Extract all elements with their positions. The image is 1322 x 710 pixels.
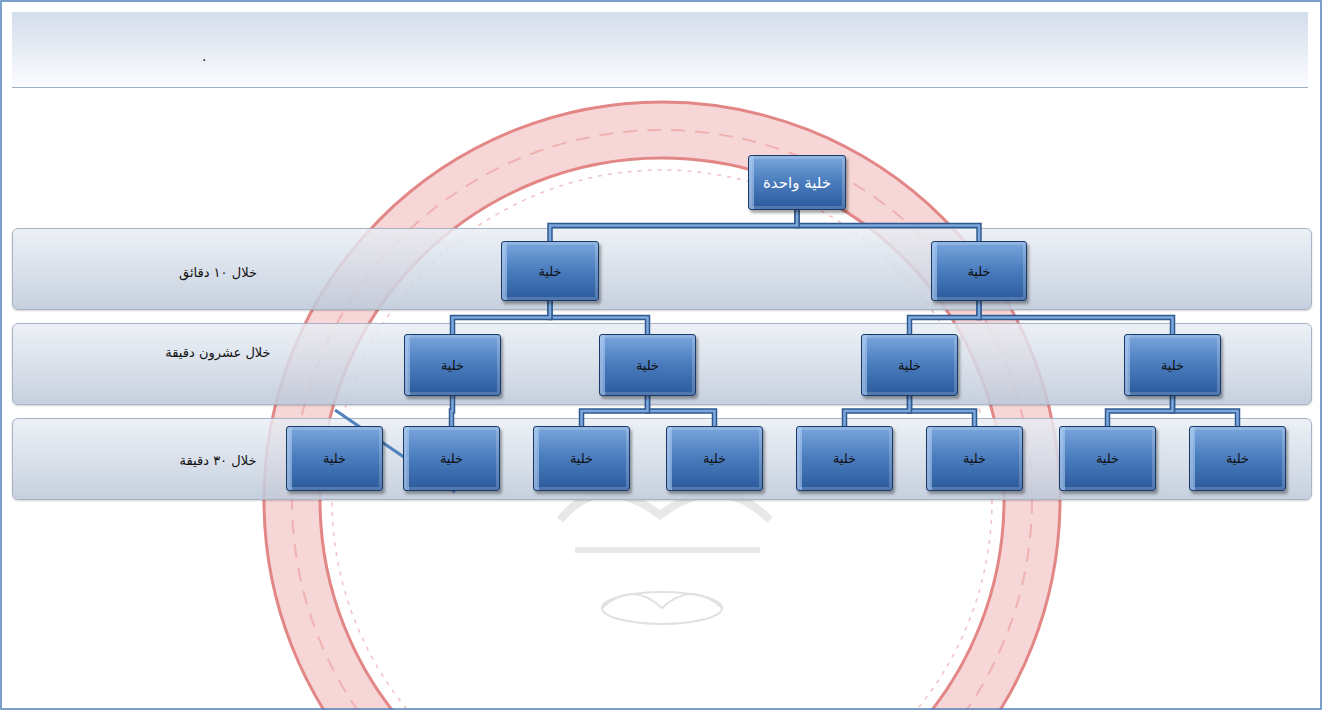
connector-core (550, 301, 648, 334)
cell-label: خلية (636, 358, 659, 373)
connector-outline (910, 301, 980, 334)
connector-core (550, 210, 797, 241)
cell-box: خلية (796, 426, 893, 491)
connector-core (452, 396, 453, 426)
cell-box: خلية (403, 426, 500, 491)
header-bar: . (12, 12, 1308, 88)
cell-label: خلية (1226, 451, 1249, 466)
connector-outline (1173, 396, 1238, 426)
connector-core (648, 396, 715, 426)
tree-connector (550, 210, 797, 241)
connector-core (910, 396, 975, 426)
cell-label: خلية (323, 451, 346, 466)
tree-connector (797, 210, 979, 241)
band-label-holder: خلال عشرون دقيقة (113, 342, 323, 361)
watermark-calligraphy-base (575, 547, 760, 553)
connector-group (452, 210, 1238, 426)
cell-box: خلية (533, 426, 630, 491)
cell-box: خلية (666, 426, 763, 491)
connector-core (1108, 396, 1173, 426)
cell-box: خلية (501, 241, 599, 301)
time-band: خلال ٣٠ دقيقة خلية خلية خلية خلية خلية خلية خلي… (12, 418, 1312, 500)
lotus-ornament (602, 592, 722, 624)
tree-connector (648, 396, 715, 426)
connector-core (1173, 396, 1238, 426)
header-text: . (202, 48, 206, 64)
connector-outline (550, 301, 648, 334)
connector-outline (979, 301, 1173, 334)
tree-connector (453, 301, 551, 334)
cell-box: خلية (926, 426, 1023, 491)
time-band: خلال ١٠ دقائق خلية خلية (12, 228, 1312, 310)
tree-connector (845, 396, 910, 426)
cell-label: خلية (538, 264, 561, 279)
cell-box: خلية (861, 334, 958, 396)
cell-label: خلية (833, 451, 856, 466)
cell-box: خلية (404, 334, 501, 396)
time-label: خلال عشرون دقيقة (165, 345, 270, 360)
connector-core (979, 301, 1173, 334)
tree-connector (979, 301, 1173, 334)
cell-label: خلية (967, 264, 990, 279)
watermark-ornament (560, 494, 770, 624)
connector-core (910, 301, 980, 334)
tree-connector (1173, 396, 1238, 426)
cell-box: خلية (1189, 426, 1286, 491)
cell-box: خلية (286, 426, 383, 491)
cell-label: خلية واحدة (763, 174, 831, 192)
cell-label: خلية (898, 358, 921, 373)
connector-outline (797, 210, 979, 241)
lotus-petals (602, 594, 722, 608)
connector-outline (452, 396, 453, 426)
connector-core (797, 210, 979, 241)
time-band: خلال عشرون دقيقة خلية خلية خلية خلية (12, 323, 1312, 405)
tree-connector (910, 301, 980, 334)
connector-outline (845, 396, 910, 426)
time-label: خلال ١٠ دقائق (179, 265, 257, 280)
cell-label: خلية (440, 451, 463, 466)
connector-outline (910, 396, 975, 426)
cell-box: خلية (1059, 426, 1156, 491)
cell-label: خلية (703, 451, 726, 466)
stray-line (335, 410, 455, 492)
watermark-ring (264, 102, 1060, 710)
cell-label: خلية (963, 451, 986, 466)
cell-box: خلية (1124, 334, 1221, 396)
cell-box: خلية (599, 334, 696, 396)
tree-connector (910, 396, 975, 426)
connector-core (582, 396, 648, 426)
cell-box: خلية واحدة (748, 155, 846, 210)
connector-outline (1108, 396, 1173, 426)
connector-core (845, 396, 910, 426)
connector-outline (453, 301, 551, 334)
time-label: خلال ٣٠ دقيقة (180, 453, 257, 468)
band-label-holder: خلال ١٠ دقائق (113, 262, 323, 281)
connector-outline (648, 396, 715, 426)
tree-connector (1108, 396, 1173, 426)
ring-outer-line (264, 102, 1060, 710)
connector-outline (550, 210, 797, 241)
tree-connector (582, 396, 648, 426)
cell-label: خلية (1096, 451, 1119, 466)
tree-connector (550, 301, 648, 334)
connector-core (453, 301, 551, 334)
cell-label: خلية (1161, 358, 1184, 373)
cell-label: خلية (441, 358, 464, 373)
connector-outline (582, 396, 648, 426)
tree-connector (452, 396, 453, 426)
cell-box: خلية (931, 241, 1027, 301)
cell-label: خلية (570, 451, 593, 466)
